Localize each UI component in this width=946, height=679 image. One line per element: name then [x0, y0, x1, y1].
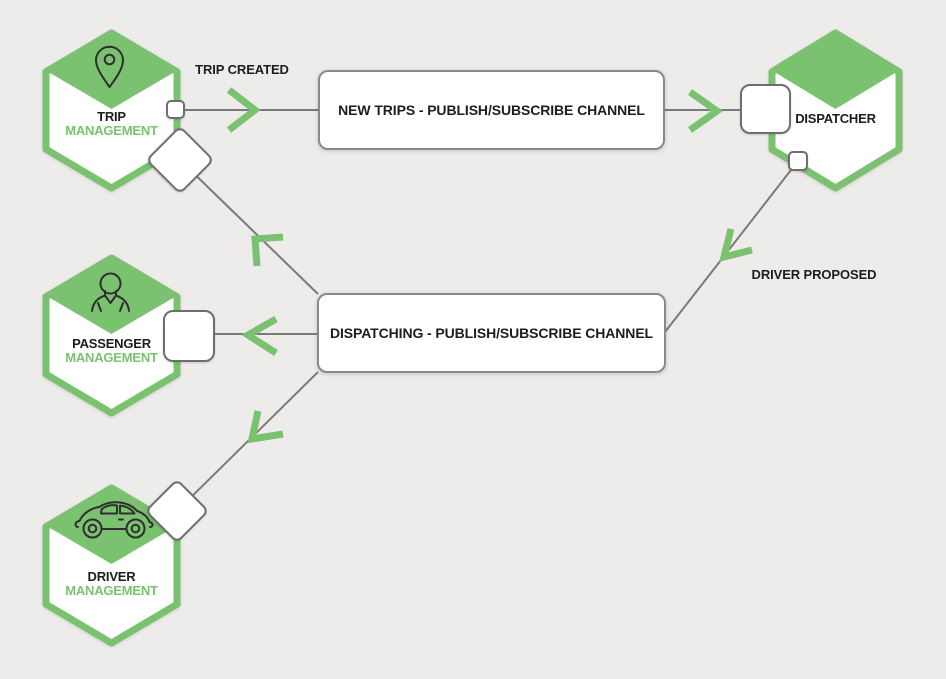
trip-management-label: TRIP MANAGEMENT	[46, 110, 177, 137]
driver-diamond-port[interactable]	[146, 480, 208, 542]
arrow-chevron-downleft-icon	[719, 228, 753, 262]
trip-management-node[interactable]	[42, 29, 181, 192]
node-label-line1: PASSENGER	[72, 336, 151, 351]
node-label-line1: DRIVER	[87, 569, 136, 584]
person-icon	[91, 272, 130, 312]
driver-management-label: DRIVER MANAGEMENT	[46, 570, 177, 597]
hexagon-top-face	[50, 36, 173, 109]
node-label-line1: DISPATCHER	[795, 111, 876, 126]
passenger-in-port[interactable]	[163, 310, 215, 362]
passenger-management-label: PASSENGER MANAGEMENT	[46, 337, 177, 364]
trip-created-edge-label: TRIP CREATED	[195, 62, 289, 77]
arrow-chevron-upleft-icon	[251, 233, 284, 267]
node-label-line2: MANAGEMENT	[65, 122, 158, 138]
trip-out-port[interactable]	[166, 100, 185, 119]
car-icon	[74, 501, 154, 539]
edge-dispatching-to-driver	[176, 371, 319, 512]
dispatcher-node[interactable]	[768, 29, 903, 192]
dispatcher-label: DISPATCHER	[772, 112, 899, 126]
edge-dispatcher-to-dispatching	[664, 160, 799, 333]
arrow-chevron-right-icon	[687, 89, 724, 133]
hexagon-top-face	[50, 261, 173, 334]
new-trips-channel-label: NEW TRIPS - PUBLISH/SUBSCRIBE CHANNEL	[338, 102, 645, 118]
node-label-line2: MANAGEMENT	[65, 582, 158, 598]
location-pin-icon	[95, 45, 124, 88]
dispatcher-out-port[interactable]	[788, 151, 808, 171]
hexagon-top-face	[50, 491, 173, 564]
trip-diamond-port[interactable]	[147, 127, 213, 193]
node-label-line1: TRIP	[97, 109, 126, 124]
driver-proposed-edge-label: DRIVER PROPOSED	[751, 267, 877, 282]
dispatching-channel-label: DISPATCHING - PUBLISH/SUBSCRIBE CHANNEL	[329, 325, 654, 341]
hexagon-top-face	[776, 36, 895, 109]
passenger-management-node[interactable]	[42, 254, 181, 417]
arrow-chevron-left-icon	[241, 315, 278, 356]
dispatching-channel-box[interactable]	[317, 293, 666, 373]
arrow-chevron-right-icon	[226, 87, 261, 133]
dispatcher-in-port[interactable]	[740, 84, 791, 134]
edge-dispatching-to-trip	[179, 159, 319, 295]
driver-management-node[interactable]	[42, 484, 181, 647]
arrow-chevron-downleft-icon	[247, 410, 284, 444]
node-label-line2: MANAGEMENT	[65, 349, 158, 365]
new-trips-channel-box[interactable]	[318, 70, 665, 150]
